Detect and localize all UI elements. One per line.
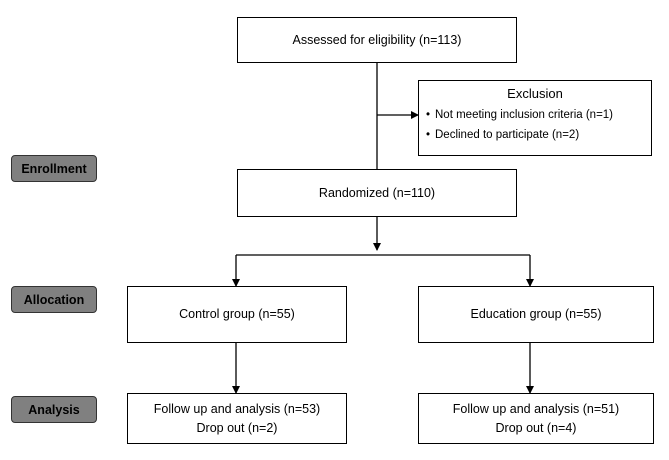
bullet-icon: • xyxy=(426,129,431,141)
stage-label-allocation: Allocation xyxy=(11,286,97,313)
control-dropout-text: Drop out (n=2) xyxy=(196,420,278,435)
education-group-box: Education group (n=55) xyxy=(418,286,654,343)
exclusion-title: Exclusion xyxy=(507,86,563,101)
education-followup-text: Follow up and analysis (n=51) xyxy=(452,401,620,416)
stage-label-enrollment: Enrollment xyxy=(11,155,97,182)
control-analysis-box: Follow up and analysis (n=53) Drop out (… xyxy=(127,393,347,444)
exclusion-box: Exclusion •Not meeting inclusion criteri… xyxy=(418,80,652,156)
education-group-text: Education group (n=55) xyxy=(470,307,602,322)
randomized-box: Randomized (n=110) xyxy=(237,169,517,217)
control-group-text: Control group (n=55) xyxy=(179,307,295,322)
education-dropout-text: Drop out (n=4) xyxy=(495,420,577,435)
assessed-box: Assessed for eligibility (n=113) xyxy=(237,17,517,63)
control-followup-text: Follow up and analysis (n=53) xyxy=(153,401,321,416)
bullet-icon: • xyxy=(426,109,431,121)
control-group-box: Control group (n=55) xyxy=(127,286,347,343)
randomized-text: Randomized (n=110) xyxy=(318,185,436,200)
exclusion-list: •Not meeting inclusion criteria (n=1) •D… xyxy=(419,105,651,145)
stage-label-analysis: Analysis xyxy=(11,396,97,423)
education-analysis-box: Follow up and analysis (n=51) Drop out (… xyxy=(418,393,654,444)
exclusion-item: •Not meeting inclusion criteria (n=1) xyxy=(426,105,651,125)
exclusion-item: •Declined to participate (n=2) xyxy=(426,125,651,145)
assessed-text: Assessed for eligibility (n=113) xyxy=(292,32,462,47)
